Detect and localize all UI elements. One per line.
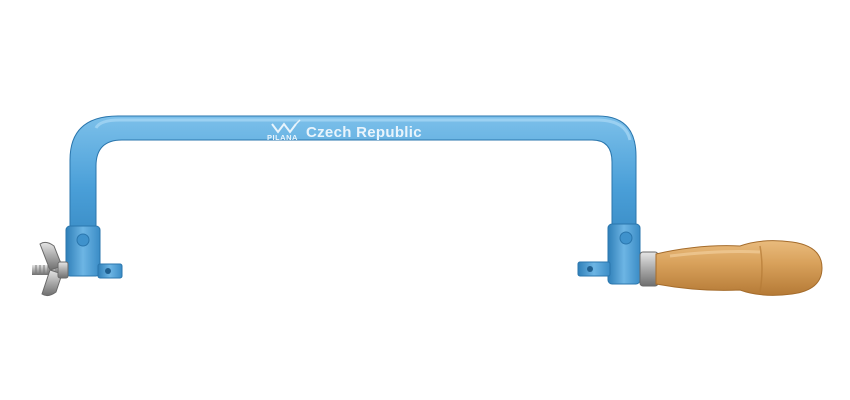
left-leg-plate [65,225,101,277]
rivet-icon [619,231,633,245]
frame-inscription: Czech Republic [306,124,422,141]
rivet-icon [76,233,90,247]
saw-frame [69,115,637,277]
wing-nut-icon [39,241,69,297]
frame-highlight [94,118,632,141]
handle-ferrule [639,251,659,287]
brand-logo-text: PILANA [267,133,298,142]
right-blade-pin [577,261,611,277]
frame-body [69,115,637,277]
left-clamp [32,225,123,297]
threaded-bolt [32,265,62,275]
wooden-handle [655,240,823,296]
pilana-w-logo-icon [271,119,301,134]
right-clamp [577,223,641,285]
